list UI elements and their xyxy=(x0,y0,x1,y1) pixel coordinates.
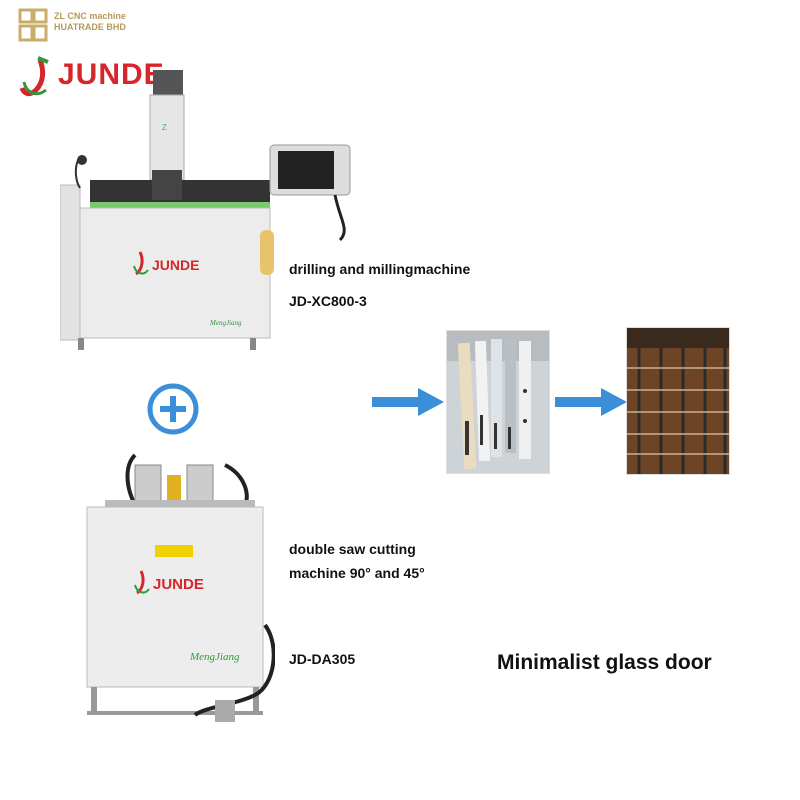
plus-circle-icon xyxy=(147,383,199,435)
svg-text:MengJiang: MengJiang xyxy=(189,651,240,663)
machine2-model: JD-DA305 xyxy=(289,651,356,667)
junde-logo: JUNDE xyxy=(18,56,228,102)
zl-logo-text: ZL CNC machine HUATRADE BHD xyxy=(54,11,126,33)
junde-logo-icon xyxy=(19,56,49,97)
double-saw-machine-image: JUNDE MengJiang xyxy=(86,453,275,722)
machine2-title-line2: machine 90° and 45° xyxy=(289,565,425,581)
arrow-right-icon xyxy=(372,388,444,416)
svg-text:JUNDE: JUNDE xyxy=(152,257,199,273)
arrow-right-icon xyxy=(555,388,627,416)
svg-text:JUNDE: JUNDE xyxy=(153,576,204,593)
machine1-title: drilling and millingmachine xyxy=(289,261,471,277)
result-label: Minimalist glass door xyxy=(497,651,712,674)
machine2-title-line1: double saw cutting xyxy=(289,541,416,557)
svg-text:MengJiang: MengJiang xyxy=(209,319,242,327)
svg-text:Z: Z xyxy=(162,123,167,132)
junde-logo-text: JUNDE xyxy=(58,58,165,91)
machine1-model: JD-XC800-3 xyxy=(289,293,367,309)
zl-line2: HUATRADE BHD xyxy=(54,22,126,32)
aluminum-profiles-photo xyxy=(446,330,550,474)
zl-logo-mark xyxy=(18,8,48,42)
zl-line1: ZL CNC machine xyxy=(54,11,126,21)
glass-door-photo xyxy=(626,327,730,475)
drilling-milling-machine-image: Z JUNDE MengJiang xyxy=(60,70,351,350)
